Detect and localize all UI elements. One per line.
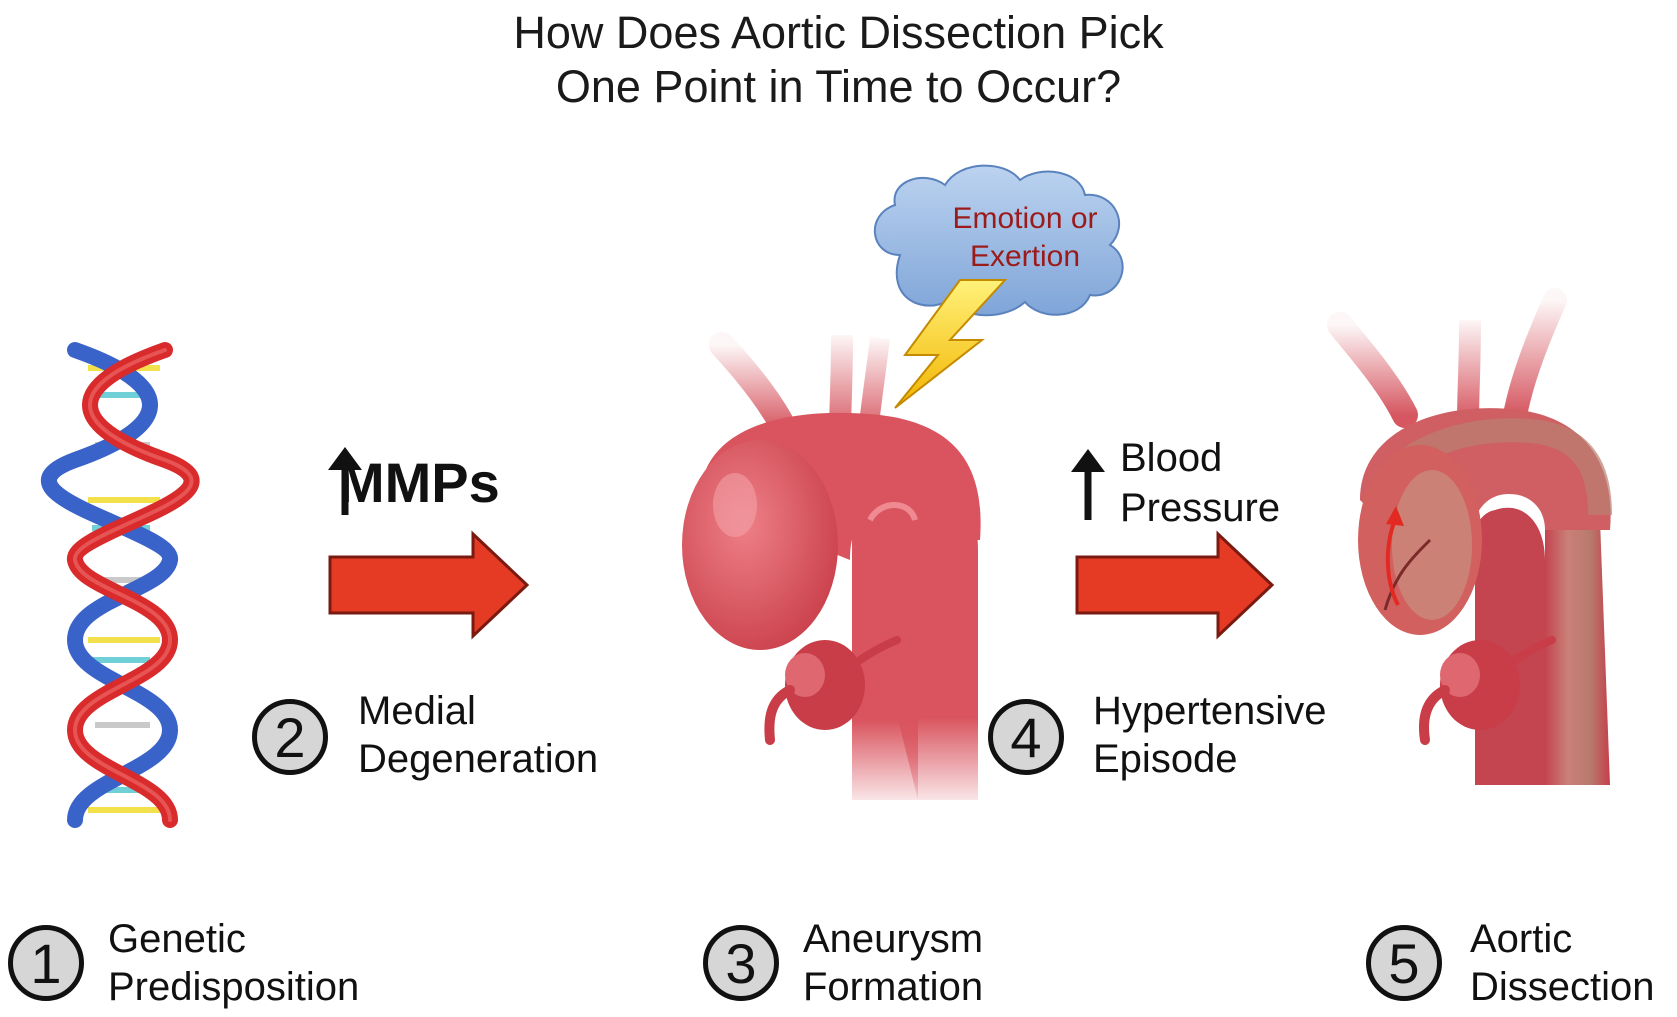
- step-3-badge: 3: [703, 925, 779, 1001]
- step-4-badge: 4: [988, 699, 1064, 775]
- step-2-line-1: Medial: [358, 689, 476, 733]
- step-4-line-1: Hypertensive: [1093, 689, 1327, 733]
- step-3-line-2: Formation: [803, 965, 984, 1009]
- title-line-2: One Point in Time to Occur?: [555, 61, 1122, 112]
- step-5-line-1: Aortic: [1470, 917, 1573, 961]
- step-1-label: Genetic Predisposition: [108, 915, 359, 1011]
- step-3-line-1: Aneurysm: [803, 917, 984, 961]
- dissected-aorta-illustration: [1327, 288, 1612, 785]
- flow-arrow-2: [1075, 530, 1275, 640]
- step-2-label: Medial Degeneration: [358, 687, 598, 783]
- step-1-line-2: Predisposition: [108, 965, 360, 1009]
- step-2-line-2: Degeneration: [358, 737, 599, 781]
- step-4-label: Hypertensive Episode: [1093, 687, 1326, 783]
- mmps-label: MMPs: [338, 451, 500, 514]
- step-3-label: Aneurysm Formation: [803, 915, 983, 1011]
- trigger-line-2: Exertion: [969, 240, 1081, 273]
- step-5-label: Aortic Dissection: [1470, 915, 1655, 1011]
- blood-pressure-label: Blood Pressure: [1120, 433, 1280, 533]
- trigger-label: Emotion or Exertion: [905, 200, 1145, 276]
- blood-pressure-line-1: Blood: [1120, 436, 1223, 480]
- lightning-bolt-icon: [894, 279, 1008, 409]
- trigger-line-1: Emotion or: [952, 202, 1098, 235]
- aneurysm-aorta-illustration: [682, 332, 981, 800]
- dna-helix-icon: [41, 342, 200, 828]
- step-1-line-1: Genetic: [108, 917, 246, 961]
- blood-pressure-line-2: Pressure: [1120, 486, 1281, 530]
- flow-arrow-1: [328, 530, 530, 640]
- step-5-badge: 5: [1366, 925, 1442, 1001]
- title-line-1: How Does Aortic Dissection Pick: [513, 7, 1164, 58]
- cloud-icon: [873, 164, 1124, 317]
- diagram-title: How Does Aortic Dissection Pick One Poin…: [0, 6, 1677, 114]
- step-4-line-2: Episode: [1093, 737, 1238, 781]
- step-1-badge: 1: [8, 925, 84, 1001]
- step-5-line-2: Dissection: [1470, 965, 1655, 1009]
- mmp-up-arrow-icon: [328, 447, 362, 515]
- bp-up-arrow-icon: [1071, 449, 1105, 520]
- step-2-badge: 2: [252, 699, 328, 775]
